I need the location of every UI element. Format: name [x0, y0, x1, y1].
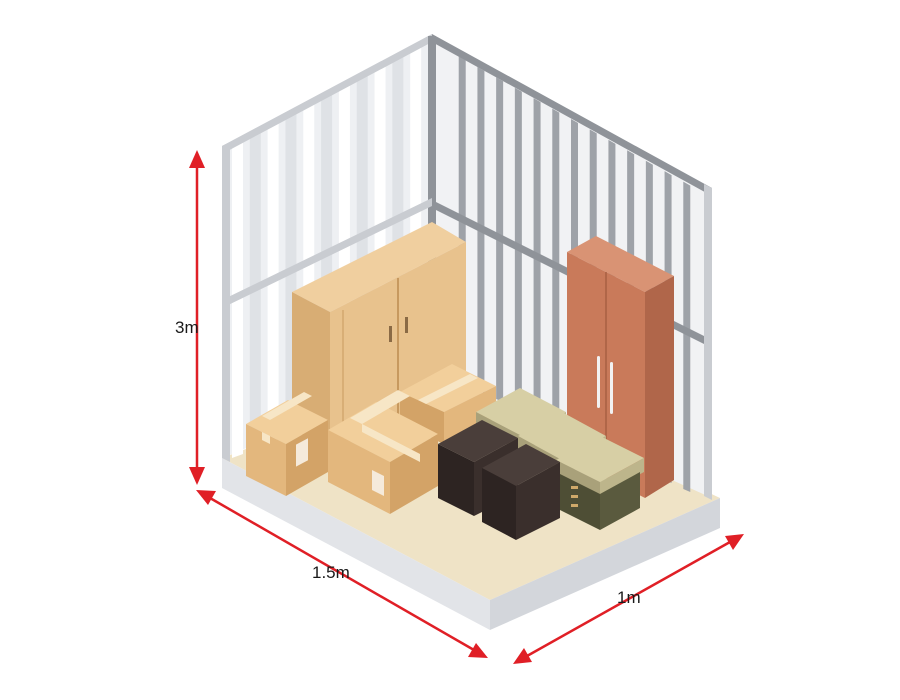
- left-wall-rail: [222, 198, 432, 308]
- box-icon: [400, 364, 496, 444]
- length-arrow: [196, 490, 488, 658]
- width-label: 1m: [617, 588, 641, 607]
- ottoman-icon: [482, 444, 560, 540]
- height-label: 3m: [175, 318, 199, 337]
- width-arrow: [513, 534, 744, 664]
- dresser-icon: [556, 436, 644, 530]
- box-icon: [328, 390, 438, 514]
- box-icon: [246, 392, 328, 496]
- length-label: 1.5m: [312, 563, 350, 582]
- height-arrow: [189, 150, 205, 485]
